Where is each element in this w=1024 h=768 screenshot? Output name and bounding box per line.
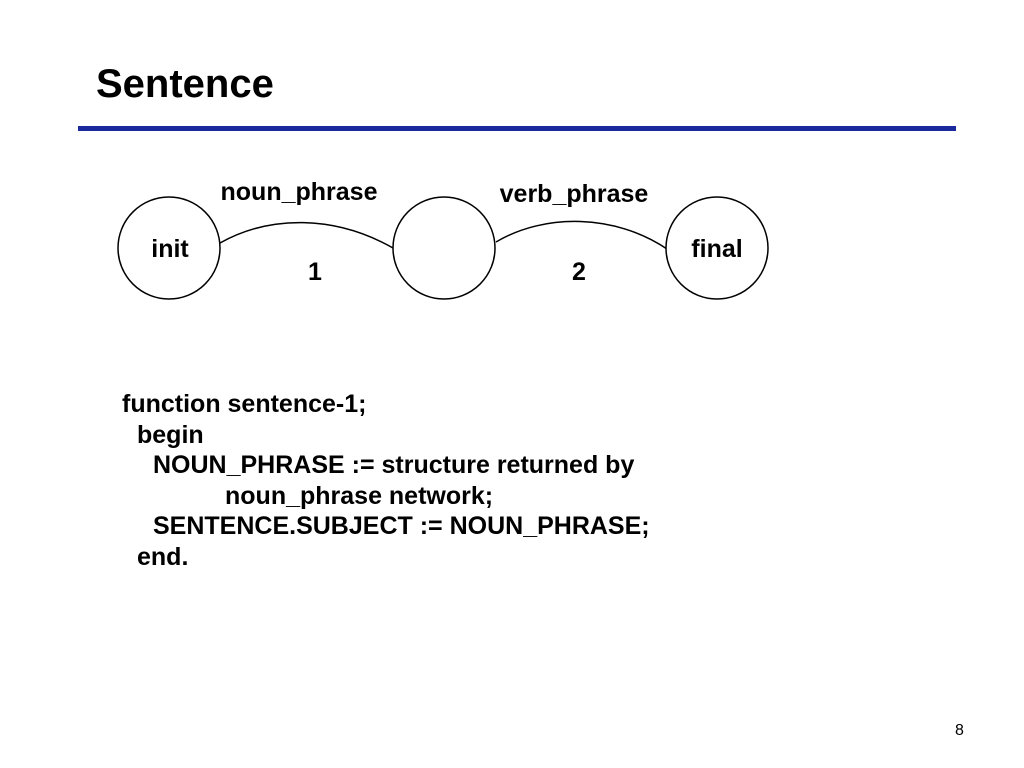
title-divider (78, 126, 956, 131)
node-init-label: init (151, 235, 189, 263)
node-intermediate (392, 196, 496, 300)
slide-title: Sentence (96, 62, 274, 106)
page-number: 8 (955, 722, 964, 739)
node-init (117, 196, 221, 300)
node-final (665, 196, 769, 300)
code-line-assign-noun-phrase: NOUN_PHRASE := structure returned by (153, 451, 635, 479)
code-line-function: function sentence-1; (122, 390, 367, 418)
arc-verb-phrase (495, 220, 668, 250)
transition-network-diagram: init final noun_phrase verb_phrase 1 2 (117, 178, 769, 300)
arc-noun-phrase-label: noun_phrase (221, 178, 378, 206)
code-block: function sentence-1; begin NOUN_PHRASE :… (122, 389, 650, 572)
code-line-begin: begin (137, 420, 204, 449)
code-line-assign-subject: SENTENCE.SUBJECT := NOUN_PHRASE; (153, 512, 650, 540)
code-line-network: noun_phrase network; (225, 481, 494, 510)
arc-noun-phrase (219, 221, 394, 249)
code-line-end: end. (137, 542, 189, 571)
arc-verb-phrase-label: verb_phrase (500, 180, 649, 208)
node-final-label: final (691, 235, 742, 263)
arc-verb-phrase-number: 2 (572, 258, 586, 286)
arc-noun-phrase-number: 1 (308, 258, 322, 286)
